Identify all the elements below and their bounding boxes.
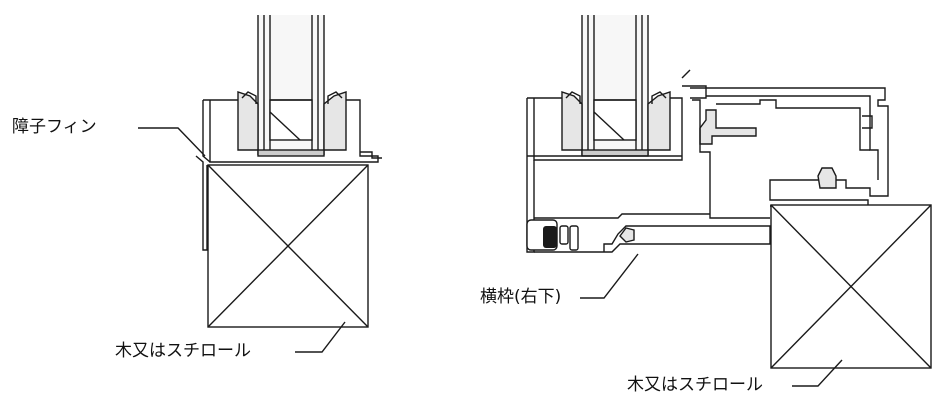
right-outer-frame — [690, 87, 889, 219]
left-glazing-beads — [237, 91, 347, 151]
right-sash-frame — [526, 69, 707, 253]
label-horizontal-frame: 横枠(右下) — [480, 287, 562, 307]
right-glazing-beads — [561, 91, 671, 157]
right-glass-unit — [581, 15, 649, 155]
label-wood-left: 木又はスチロール — [115, 341, 251, 361]
right-detail — [526, 15, 932, 387]
label-shoji-fin: 障子フィン — [12, 117, 97, 137]
left-detail — [138, 15, 382, 353]
left-wood-leader — [295, 321, 346, 353]
left-glass-unit — [257, 15, 325, 155]
right-frame-leader — [580, 253, 639, 299]
left-fin-leader — [138, 127, 206, 157]
right-bottom-sill — [526, 213, 771, 253]
right-wood-block — [770, 204, 932, 369]
left-fin — [195, 155, 208, 251]
right-wood-leader — [792, 359, 843, 387]
left-sash-frame — [202, 99, 382, 163]
left-wood-block — [207, 164, 369, 328]
label-wood-right: 木又はスチロール — [627, 375, 763, 395]
